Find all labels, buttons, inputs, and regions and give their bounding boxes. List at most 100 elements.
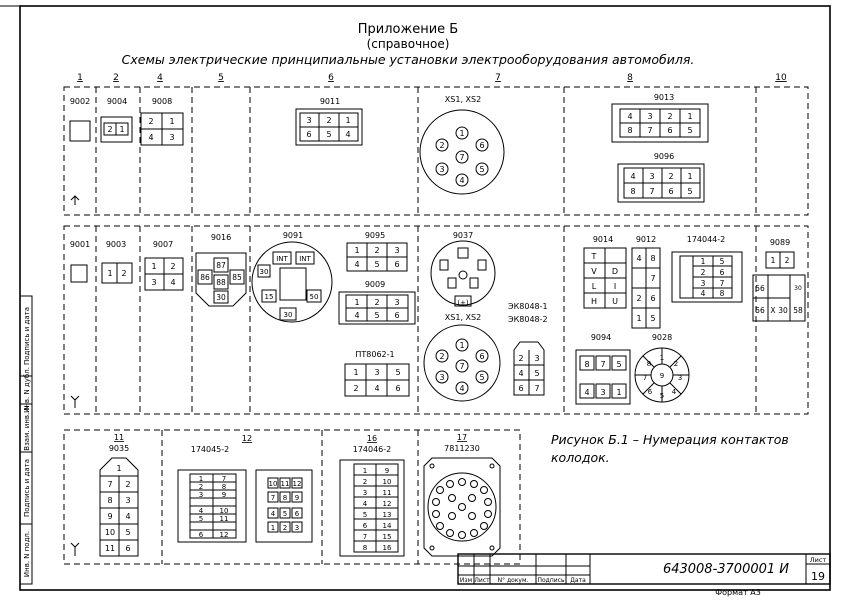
svg-text:5: 5 — [363, 511, 367, 519]
svg-text:2: 2 — [170, 262, 175, 271]
svg-text:T: T — [591, 252, 597, 261]
svg-text:6: 6 — [199, 531, 204, 539]
svg-text:1: 1 — [169, 117, 174, 126]
svg-text:9: 9 — [295, 494, 299, 502]
svg-text:9: 9 — [107, 512, 112, 521]
label-xs1-xs2-top: XS1, XS2 — [445, 95, 481, 104]
svg-text:4: 4 — [672, 388, 677, 396]
label-xs1-xs2-middle: XS1, XS2 — [445, 313, 481, 322]
svg-text:4: 4 — [271, 510, 276, 518]
svg-text:U: U — [612, 297, 618, 306]
svg-text:V: V — [591, 267, 597, 276]
stamp-cell: Подпись и дата — [23, 307, 31, 365]
label-pt8062-1: ПТ8062-1 — [355, 350, 394, 359]
label-9016: 9016 — [211, 233, 231, 242]
svg-text:3: 3 — [600, 388, 605, 397]
svg-text:3: 3 — [169, 133, 174, 142]
svg-text:1: 1 — [116, 464, 121, 473]
side-stamp: Подпись и дата Инв. N дубл. Взам. инв. N… — [19, 295, 33, 585]
svg-text:8: 8 — [647, 360, 651, 368]
svg-text:1: 1 — [459, 341, 464, 350]
svg-text:1: 1 — [660, 354, 664, 362]
label-9095: 9095 — [365, 231, 385, 240]
svg-text:4: 4 — [518, 369, 523, 378]
svg-text:I: I — [614, 282, 616, 291]
svg-text:7: 7 — [534, 384, 539, 393]
column-number: 8 — [627, 73, 633, 83]
svg-text:2: 2 — [374, 298, 379, 307]
svg-text:1: 1 — [119, 125, 124, 134]
svg-text:7: 7 — [600, 360, 605, 369]
tb-col: Лист — [474, 577, 490, 584]
column-number: 6 — [328, 73, 334, 83]
connector-9002 — [69, 120, 91, 142]
connector-9037 — [430, 240, 496, 307]
svg-text:2: 2 — [668, 172, 673, 181]
svg-text:7: 7 — [271, 494, 275, 502]
header-title: Схемы электрические принципиальные устан… — [122, 52, 695, 67]
svg-text:10: 10 — [105, 528, 115, 537]
connector-9091: 30 INT INT 15 50 30 — [251, 241, 333, 323]
svg-text:11: 11 — [220, 515, 229, 523]
connector-9028: 12 34 56 78 9 — [634, 347, 690, 403]
svg-text:11: 11 — [383, 489, 392, 497]
svg-text:5: 5 — [534, 369, 539, 378]
svg-text:3: 3 — [295, 524, 299, 532]
label-9001: 9001 — [70, 240, 90, 249]
svg-text:1: 1 — [354, 246, 359, 255]
title-block — [457, 553, 831, 585]
sheet-label: Лист — [810, 556, 827, 564]
svg-text:7: 7 — [647, 126, 652, 135]
svg-text:1: 1 — [353, 368, 358, 377]
svg-text:5: 5 — [720, 257, 725, 266]
svg-text:13: 13 — [383, 511, 392, 519]
svg-text:4: 4 — [354, 260, 359, 269]
svg-text:87: 87 — [216, 261, 226, 270]
svg-text:10: 10 — [383, 478, 392, 486]
svg-text:3: 3 — [199, 491, 203, 499]
svg-text:X: X — [770, 306, 775, 315]
label-9089: 9089 — [770, 238, 790, 247]
svg-text:4: 4 — [627, 112, 632, 121]
grid-top-row — [63, 86, 809, 216]
svg-text:12: 12 — [383, 500, 392, 508]
label-9035: 9035 — [109, 444, 129, 453]
svg-text:5: 5 — [326, 130, 331, 139]
connector-9001 — [70, 264, 88, 283]
svg-text:6: 6 — [648, 388, 653, 396]
svg-text:6: 6 — [479, 352, 484, 361]
svg-text:4: 4 — [459, 176, 464, 185]
label-174044-2: 174044-2 — [687, 235, 726, 244]
connector-7811230 — [423, 457, 501, 557]
column-number: 1 — [77, 73, 83, 83]
svg-text:5: 5 — [616, 360, 621, 369]
header-reference: (справочное) — [367, 37, 450, 51]
svg-text:4: 4 — [170, 278, 175, 287]
svg-text:3: 3 — [394, 298, 399, 307]
svg-text:3: 3 — [439, 373, 444, 382]
svg-text:2: 2 — [326, 116, 331, 125]
header-appendix: Приложение Б — [358, 22, 458, 37]
svg-text:5: 5 — [374, 311, 379, 320]
stamp-cell: Инв. N подл. — [23, 531, 31, 577]
svg-text:88: 88 — [216, 278, 226, 287]
figure-caption-line2: колодок. — [551, 450, 610, 465]
svg-text:2: 2 — [374, 246, 379, 255]
svg-text:16: 16 — [383, 544, 392, 552]
svg-text:15: 15 — [383, 533, 392, 541]
svg-text:1: 1 — [771, 256, 776, 265]
tb-col: Дата — [570, 577, 586, 584]
label-ek8048-1: ЭК8048-1 — [508, 302, 548, 311]
svg-text:3: 3 — [306, 116, 311, 125]
label-9037: 9037 — [453, 231, 473, 240]
svg-text:2: 2 — [674, 360, 678, 368]
svg-text:7: 7 — [107, 480, 112, 489]
svg-text:1: 1 — [151, 262, 156, 271]
stamp-cell: Инв. N дубл. — [23, 367, 31, 413]
svg-text:1: 1 — [107, 269, 112, 278]
